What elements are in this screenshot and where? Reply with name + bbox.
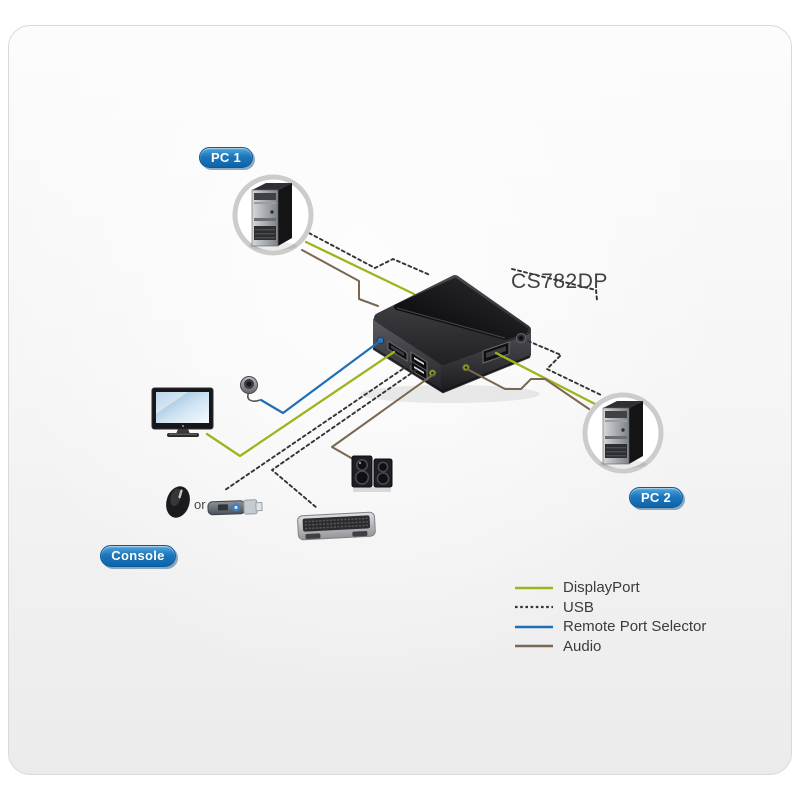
legend-label: DisplayPort — [563, 579, 640, 596]
cable-pc2-usb — [527, 340, 602, 396]
legend-item-displayport: DisplayPort — [514, 579, 706, 596]
pc2-badge: PC 2 — [629, 487, 683, 508]
cable-keyboard-usb — [271, 369, 417, 509]
pc1-badge: PC 1 — [199, 147, 253, 168]
diagram-panel — [8, 25, 792, 775]
legend: DisplayPort USB Remote Port Selector Aud… — [514, 579, 707, 658]
displayport-line-swatch — [515, 586, 553, 589]
cable-pc1-usb-rear-segment — [511, 268, 598, 301]
usb-receiver-icon — [207, 499, 263, 516]
cable-pc1-audio — [301, 249, 379, 307]
speakers-icon — [351, 455, 393, 492]
cable-remote-selector — [259, 339, 382, 415]
remote-port-selector-icon — [240, 376, 261, 402]
remote-line-swatch — [515, 625, 553, 628]
legend-label: Remote Port Selector — [563, 618, 707, 635]
mouse-icon — [166, 486, 190, 518]
keyboard-icon — [297, 511, 376, 541]
legend-item-usb: USB — [514, 598, 706, 616]
cable-pc1-displayport — [304, 240, 416, 296]
monitor-icon — [151, 387, 214, 437]
legend-label: Audio — [563, 637, 602, 655]
usb-line-swatch — [515, 605, 553, 609]
device-model-label: CS782DP — [511, 270, 608, 293]
console-badge: Console — [100, 545, 176, 567]
cable-speakers-audio — [331, 373, 435, 460]
legend-label: USB — [563, 598, 594, 616]
audio-line-swatch — [515, 644, 553, 648]
pc1-illustration — [232, 174, 314, 256]
cable-pc2-audio — [466, 368, 590, 410]
cable-mouse-usb — [224, 361, 414, 491]
or-label: or — [194, 497, 206, 512]
pc2-illustration — [582, 392, 664, 474]
kvm-switch-illustration — [360, 275, 540, 403]
legend-item-remote-port-selector: Remote Port Selector — [514, 618, 707, 635]
legend-item-audio: Audio — [514, 637, 706, 655]
cable-monitor-displayport — [205, 350, 396, 458]
cable-pc1-usb — [308, 232, 431, 276]
